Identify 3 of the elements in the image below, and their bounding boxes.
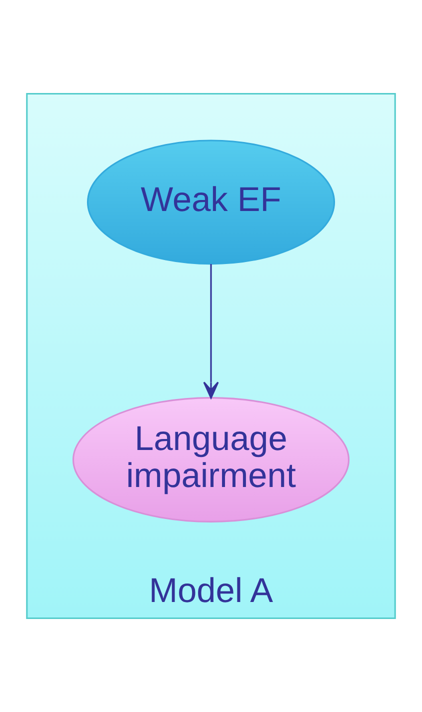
arrow (203, 264, 219, 399)
node-ellipse: Language impairment (72, 397, 350, 522)
node-ellipse: Weak EF (86, 140, 336, 265)
